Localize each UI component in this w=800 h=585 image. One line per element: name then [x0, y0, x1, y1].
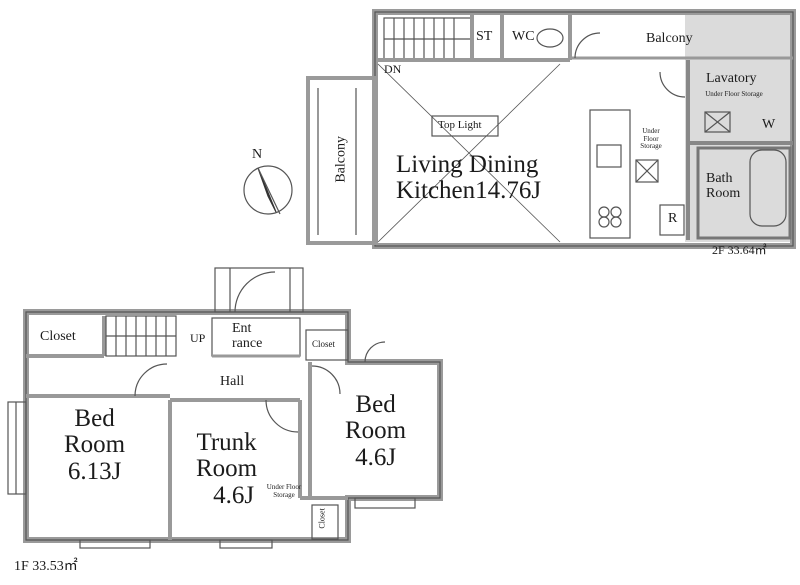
refrigerator-label: R	[668, 211, 678, 226]
bath-line2: Room	[706, 185, 741, 201]
balcony-left-label: Balcony	[333, 136, 349, 183]
trunk-line3: 4.6J	[213, 481, 255, 509]
living-dining-label: Living Dining Kitchen14.76J	[396, 151, 542, 205]
trunk-line1: Trunk	[196, 429, 257, 456]
entrance-label: Ent rance	[232, 321, 263, 351]
bed-right-line2: Room	[345, 417, 407, 445]
under-floor-storage-1f-label: Under Floor Storage	[266, 483, 302, 499]
top-light-box	[431, 115, 499, 137]
dn-label: DN	[384, 62, 402, 76]
bed-left-line3: 6.13J	[67, 457, 122, 485]
compass-rose	[243, 165, 293, 215]
bed-room-left-label: Bed Room 6.13J	[64, 405, 126, 485]
bed-right-line3: 4.6J	[355, 443, 397, 471]
up-label: UP	[190, 331, 206, 345]
st-label: ST	[476, 29, 493, 44]
floor1-area-label: 1F 33.53㎡	[14, 559, 78, 574]
balcony-left-box	[306, 76, 377, 245]
kitchen-storage-label: Under Floor Storage	[640, 127, 662, 151]
bed-room-right-label: Bed Room 4.6J	[345, 391, 407, 471]
hall-label: Hall	[220, 374, 245, 389]
bed-left-line1: Bed	[74, 405, 115, 432]
closet-left-label: Closet	[40, 329, 76, 344]
living-dining-line1: Living Dining	[396, 151, 539, 178]
trunk-line2: Room	[196, 455, 258, 483]
wc-label: WC	[512, 29, 535, 44]
washer-label: W	[762, 117, 776, 132]
entrance-line1: Ent	[232, 321, 252, 336]
wet-area-shading	[685, 10, 795, 242]
entrance-porch	[214, 267, 304, 313]
closet-small-label: Closet	[312, 339, 336, 349]
second-floor-walls	[306, 9, 796, 249]
balcony-top-label: Balcony	[646, 31, 693, 46]
bathtub	[749, 149, 787, 227]
kitchen-counter	[589, 109, 631, 239]
entrance-line2: rance	[232, 335, 263, 351]
bath-line1: Bath	[706, 171, 733, 186]
first-floor-walls	[7, 267, 443, 549]
lavatory-label: Lavatory	[706, 71, 757, 86]
lavatory-storage-label: Under Floor Storage	[705, 90, 763, 98]
bed-right-line1: Bed	[355, 391, 396, 418]
compass-north-label: N	[252, 147, 263, 162]
top-light-label: Top Light	[438, 119, 482, 131]
trunk-room-label: Trunk Room 4.6J	[196, 429, 258, 509]
living-dining-line2: Kitchen14.76J	[396, 177, 542, 205]
floor2-area-label: 2F 33.64㎡	[712, 243, 767, 257]
bed-left-line2: Room	[64, 431, 126, 459]
bath-room-label: Bath Room	[706, 171, 741, 201]
closet-bottom-label: Closet	[317, 508, 327, 529]
